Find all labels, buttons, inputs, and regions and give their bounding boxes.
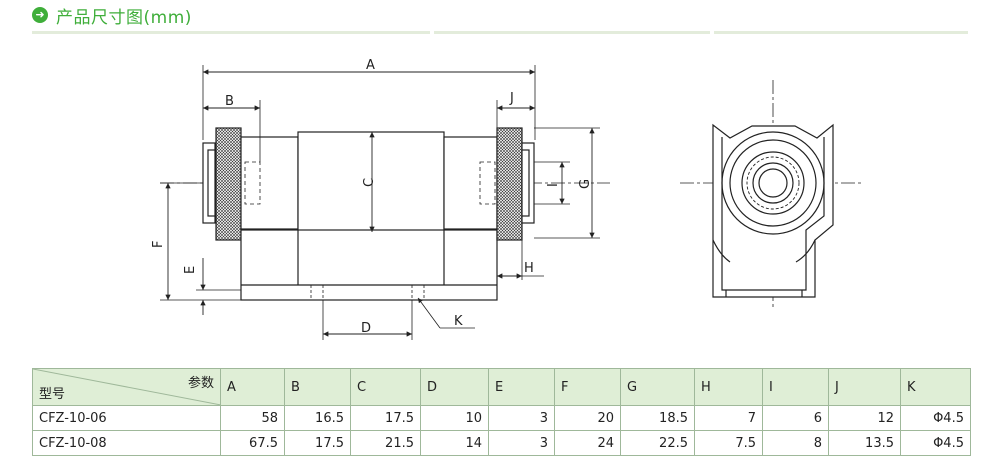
dim-label-g: G [578, 179, 593, 189]
value-cell: Φ4.5 [900, 430, 971, 456]
value-cell: 3 [488, 405, 555, 431]
side-view [160, 65, 610, 340]
dim-label-i: I [546, 183, 561, 187]
header-divider [714, 31, 968, 34]
header-divider [434, 31, 710, 34]
value-cell: 12 [828, 405, 901, 431]
column-header: C [350, 368, 421, 406]
dim-label-f: F [151, 241, 166, 248]
dim-label-h: H [524, 261, 534, 276]
dim-label-a: A [366, 58, 375, 73]
model-cell: CFZ-10-08 [32, 430, 221, 456]
value-cell: 21.5 [350, 430, 421, 456]
dimension-drawing: A B J C G I H F E D K [151, 58, 862, 340]
table-row: CFZ-10-06 58 16.5 17.5 10 3 20 18.5 7 6 … [32, 405, 971, 431]
value-cell: 7.5 [694, 430, 763, 456]
value-cell: 67.5 [220, 430, 285, 456]
column-header: I [762, 368, 829, 406]
value-cell: 17.5 [284, 430, 351, 456]
value-cell: 13.5 [828, 430, 901, 456]
column-header: A [220, 368, 285, 406]
dim-label-d: D [361, 321, 371, 336]
value-cell: 16.5 [284, 405, 351, 431]
value-cell: 14 [420, 430, 489, 456]
value-cell: 20 [554, 405, 621, 431]
dim-label-j: J [509, 91, 514, 106]
header-divider [32, 31, 430, 34]
corner-params-label: 参数 [187, 376, 214, 391]
value-cell: 17.5 [350, 405, 421, 431]
column-header: D [420, 368, 489, 406]
dim-label-k: K [454, 314, 463, 329]
column-header: H [694, 368, 763, 406]
table-header-row: 参数 型号 A B C D E F G H I J K [32, 368, 971, 406]
dim-label-e: E [183, 266, 198, 274]
value-cell: 22.5 [620, 430, 695, 456]
value-cell: 7 [694, 405, 763, 431]
column-header: J [828, 368, 901, 406]
column-header: E [488, 368, 555, 406]
value-cell: 3 [488, 430, 555, 456]
dim-label-b: B [225, 94, 234, 109]
value-cell: 58 [220, 405, 285, 431]
column-header: B [284, 368, 351, 406]
table-row: CFZ-10-08 67.5 17.5 21.5 14 3 24 22.5 7.… [32, 430, 971, 456]
corner-model-label: 型号 [39, 387, 66, 402]
section-title: 产品尺寸图(mm) [56, 7, 192, 28]
section-header: ➜ 产品尺寸图(mm) [32, 2, 192, 28]
value-cell: 10 [420, 405, 489, 431]
column-header: G [620, 368, 695, 406]
value-cell: 24 [554, 430, 621, 456]
table-corner-cell: 参数 型号 [32, 368, 221, 406]
column-header: F [554, 368, 621, 406]
column-header: K [900, 368, 971, 406]
spec-table: 参数 型号 A B C D E F G H I J K CFZ-10-06 58… [32, 368, 971, 456]
value-cell: 8 [762, 430, 829, 456]
value-cell: 18.5 [620, 405, 695, 431]
arrow-right-circle-icon: ➜ [32, 7, 48, 23]
dim-label-c: C [362, 178, 377, 187]
end-view [680, 80, 862, 310]
value-cell: Φ4.5 [900, 405, 971, 431]
value-cell: 6 [762, 405, 829, 431]
model-cell: CFZ-10-06 [32, 405, 221, 431]
